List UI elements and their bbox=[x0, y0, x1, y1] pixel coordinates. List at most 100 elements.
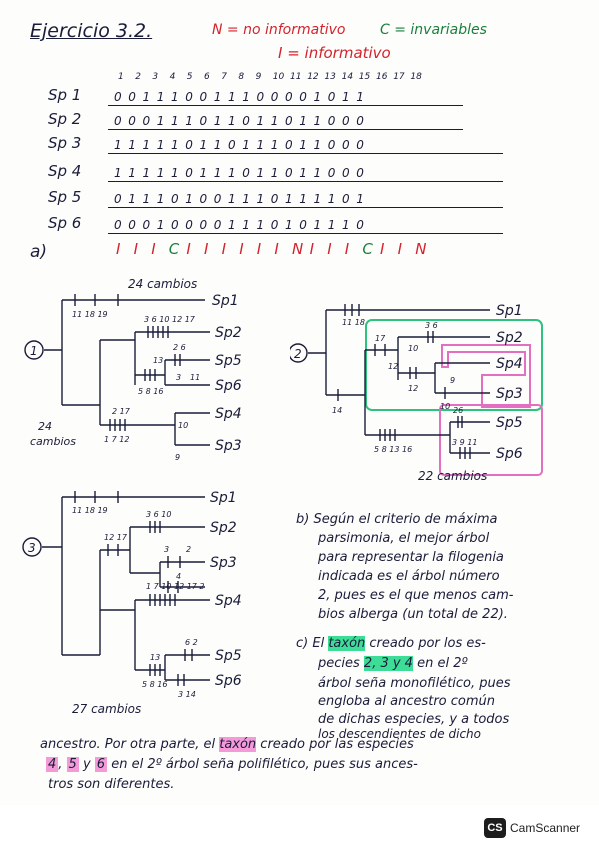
tree-1-root-marks: 11 18 19 bbox=[72, 310, 108, 319]
legend-c: C = invariables bbox=[380, 22, 487, 38]
tree-1-marks-b: 2 6 bbox=[173, 343, 186, 352]
answer-c-line-2: pecies 2, 3 y 4 en el 2º bbox=[318, 656, 468, 671]
tree-3-root-marks: 11 18 19 bbox=[72, 506, 108, 515]
answer-c-text: creado por los es- bbox=[365, 636, 486, 651]
tree-species-label: Sp4 bbox=[215, 593, 242, 609]
character-code: I bbox=[309, 240, 315, 258]
column-number: 14 bbox=[341, 72, 354, 82]
tree-3-marks-i: 13 bbox=[150, 653, 160, 662]
tree-3-marks-g: 1 7 10 12 17 2 bbox=[146, 582, 205, 591]
row-underline bbox=[108, 233, 503, 234]
tree-species-label: Sp1 bbox=[210, 490, 237, 506]
character-code: C bbox=[168, 240, 180, 258]
tree-1-marks-f: 11 bbox=[190, 373, 200, 382]
tree-species-label: Sp6 bbox=[215, 378, 242, 394]
character-code: I bbox=[221, 240, 227, 258]
answer-b-line: para representar la filogenia bbox=[318, 550, 504, 565]
legend-i: I = informativo bbox=[278, 44, 391, 62]
scanned-page: Ejercicio 3.2. N = no informativo C = in… bbox=[22, 20, 543, 792]
tree-3-marks-b: 12 17 bbox=[104, 533, 128, 542]
tree-2-marks-a: 3 6 bbox=[425, 321, 438, 330]
character-code: I bbox=[274, 240, 279, 258]
tree-species-label: Sp2 bbox=[215, 325, 242, 341]
character-code: N bbox=[292, 240, 304, 258]
species-label: Sp 3 bbox=[48, 134, 82, 152]
answer-c-line-5: de dichas especies, y a todos bbox=[318, 712, 510, 727]
column-number: 11 bbox=[290, 72, 302, 82]
character-sequence: 0 0 1 1 1 0 0 1 1 1 0 0 0 0 1 0 1 1 bbox=[114, 90, 366, 104]
answer-c-text: pecies bbox=[318, 656, 364, 671]
tree-3-marks-a: 3 6 10 bbox=[146, 510, 171, 519]
tree-3-marks-c: 3 bbox=[164, 545, 169, 554]
character-code: I bbox=[397, 240, 403, 258]
tree-1-marks-e: 3 bbox=[176, 373, 181, 382]
tree-3: 3 11 18 19 3 6 10 12 17 3 2 1 4 1 7 10 1… bbox=[22, 490, 242, 716]
tree-2-marks-e: 12 bbox=[408, 384, 418, 393]
tree-3-marks-j: 5 8 16 bbox=[142, 680, 167, 689]
tree-3-bottom-label: 27 cambios bbox=[72, 702, 141, 716]
tree-3-marks-k: 3 14 bbox=[178, 690, 196, 699]
answer-c-line-8: 4, 5 y 6 en el 2º árbol seña polifilétic… bbox=[46, 757, 418, 772]
character-sequence: 0 0 0 1 1 1 0 1 1 0 1 1 0 1 1 0 0 0 bbox=[114, 114, 366, 128]
column-number: 1 bbox=[118, 72, 124, 82]
tree-1-marks-g: 2 17 bbox=[112, 407, 131, 416]
species-label: Sp 6 bbox=[48, 214, 82, 232]
column-number: 12 bbox=[307, 72, 319, 82]
exercise-title: Ejercicio 3.2. bbox=[30, 20, 153, 42]
character-code: N bbox=[415, 240, 427, 258]
column-number: 10 bbox=[272, 72, 285, 82]
species-group-highlight-green: 2, 3 y 4 bbox=[363, 656, 413, 671]
tree-2-marks-c: 10 bbox=[408, 344, 418, 353]
answer-c-text: ancestro. Por otra parte, el bbox=[40, 737, 220, 752]
answer-c-line-4: engloba al ancestro común bbox=[318, 694, 496, 709]
answer-c-line-3: árbol seña monofilético, pues bbox=[318, 676, 511, 691]
row-underline bbox=[108, 129, 463, 130]
species-label: Sp 1 bbox=[48, 86, 82, 104]
tree-species-label: Sp3 bbox=[210, 555, 237, 571]
tree-species-label: Sp1 bbox=[212, 293, 239, 309]
tree-2-marks-j: 5 8 13 16 bbox=[374, 445, 412, 454]
camscanner-logo-icon: CS bbox=[484, 818, 506, 838]
tree-species-label: Sp2 bbox=[496, 330, 523, 346]
character-code: I bbox=[186, 240, 191, 258]
tree-species-label: Sp5 bbox=[215, 353, 242, 369]
taxon-highlight-green: taxón bbox=[328, 636, 366, 651]
tree-species-label: Sp4 bbox=[215, 406, 242, 422]
tree-2-marks-f: 10 bbox=[440, 402, 450, 411]
character-code: I bbox=[204, 240, 209, 258]
row-underline bbox=[108, 207, 503, 208]
character-code: I bbox=[151, 240, 156, 258]
species-label: Sp 5 bbox=[48, 188, 82, 206]
answer-c-line-6: los descendientes de dicho bbox=[318, 727, 481, 741]
character-sequence: 1 1 1 1 1 0 1 1 1 0 1 1 0 1 1 0 0 0 bbox=[114, 166, 366, 180]
character-code: I bbox=[380, 240, 385, 258]
tree-species-label: Sp6 bbox=[215, 673, 242, 689]
column-number: 18 bbox=[410, 72, 422, 82]
row-underline bbox=[108, 105, 463, 106]
answer-c-text: y bbox=[78, 757, 95, 772]
tree-1-marks-j: 9 bbox=[175, 453, 180, 462]
species-6-highlight-pink: 6 bbox=[94, 757, 108, 772]
character-code: I bbox=[256, 240, 262, 258]
camscanner-watermark: CS CamScanner bbox=[484, 817, 580, 839]
tree-1-marks-h: 1 7 12 bbox=[104, 435, 129, 444]
tree-2-marks-b: 17 bbox=[375, 334, 386, 343]
answer-c-text: en el 2º árbol seña polifilético, pues s… bbox=[107, 757, 418, 772]
character-sequence: 0 0 0 1 0 0 0 0 1 1 1 0 1 0 1 1 1 0 bbox=[114, 218, 366, 232]
tree-2-marks-d: 12 bbox=[388, 362, 398, 371]
tree-2: 2 11 18 3 6 17 10 12 12 10 9 14 26 5 8 1… bbox=[290, 303, 543, 483]
answer-c-line-7: ancestro. Por otra parte, el taxón cread… bbox=[40, 737, 414, 752]
character-code: I bbox=[344, 240, 350, 258]
column-number: 15 bbox=[358, 72, 371, 82]
character-code: I bbox=[239, 240, 244, 258]
tree-2-number: 2 bbox=[294, 347, 302, 361]
tree-1-marks-a: 3 6 10 12 17 bbox=[144, 315, 196, 324]
tree-species-label: Sp5 bbox=[215, 648, 242, 664]
answer-c-text: en el 2º bbox=[412, 656, 468, 671]
tree-species-label: Sp3 bbox=[496, 386, 523, 402]
species-5-highlight-pink: 5 bbox=[66, 757, 79, 772]
tree-2-marks-g: 9 bbox=[450, 376, 455, 385]
answer-b-line: b) Según el criterio de máxima bbox=[296, 512, 498, 527]
tree-1-marks-i: 10 bbox=[178, 421, 188, 430]
tree-1-top-label: 24 cambios bbox=[128, 277, 197, 291]
